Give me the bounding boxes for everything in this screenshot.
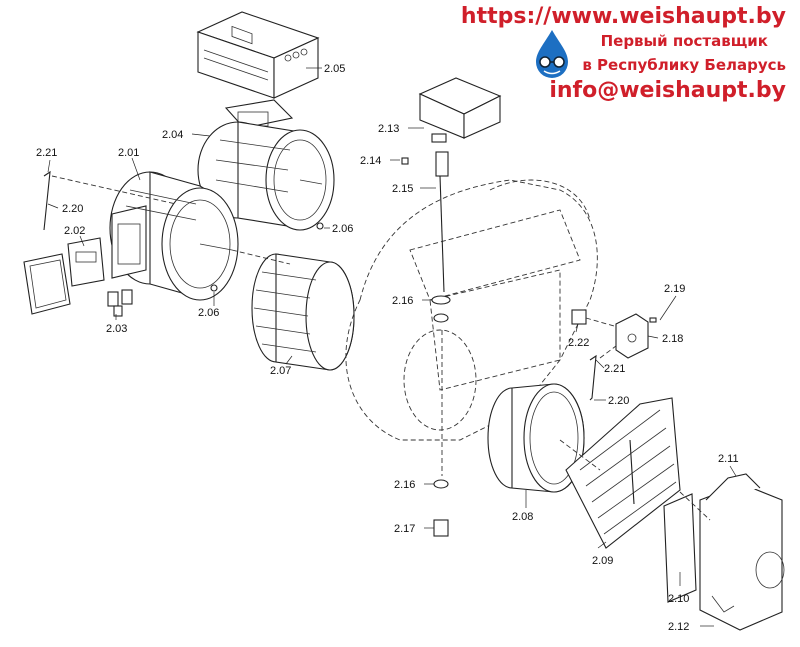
intake-grille-2-09 xyxy=(565,397,681,549)
tagline-line-1: Первый поставщик xyxy=(600,32,768,50)
label-2-20b: 2.20 xyxy=(608,395,629,407)
cover-parts-2-10-2-11-2-12 xyxy=(663,473,785,631)
label-2-11: 2.11 xyxy=(718,453,739,465)
label-2-05: 2.05 xyxy=(324,63,345,75)
leader-lines xyxy=(47,67,737,627)
label-2-12: 2.12 xyxy=(668,621,689,633)
label-2-14: 2.14 xyxy=(360,155,381,167)
contactor-2-02 xyxy=(23,237,105,315)
burner-housing xyxy=(345,179,598,441)
label-2-03: 2.03 xyxy=(106,323,127,335)
label-2-21b: 2.21 xyxy=(604,363,625,375)
air-ring-2-08 xyxy=(487,383,585,493)
control-unit-2-05 xyxy=(196,11,320,99)
label-2-02: 2.02 xyxy=(64,225,85,237)
label-2-22: 2.22 xyxy=(568,337,589,349)
label-2-19: 2.19 xyxy=(664,283,685,295)
label-2-01: 2.01 xyxy=(118,147,139,159)
label-2-09: 2.09 xyxy=(592,555,613,567)
tagline-line-2: в Республику Беларусь xyxy=(582,56,786,74)
cable-glands-2-03 xyxy=(107,289,133,317)
label-2-15: 2.15 xyxy=(392,183,413,195)
label-2-16b: 2.16 xyxy=(394,479,415,491)
label-2-06a: 2.06 xyxy=(332,223,353,235)
label-2-08: 2.08 xyxy=(512,511,533,523)
label-2-16a: 2.16 xyxy=(392,295,413,307)
part-labels: 2.05 2.04 2.01 2.21 2.20 2.02 2.03 2.06 … xyxy=(36,63,739,633)
label-2-07: 2.07 xyxy=(270,365,291,377)
assembly-axis-lines xyxy=(51,175,711,521)
website-url[interactable]: https://www.weishaupt.by xyxy=(460,4,786,29)
water-drop-face-icon xyxy=(536,30,568,78)
actuator-2-13 xyxy=(418,77,502,293)
label-2-18: 2.18 xyxy=(662,333,683,345)
label-2-17: 2.17 xyxy=(394,523,415,535)
motor-2-01 xyxy=(109,171,239,301)
email-address[interactable]: info@weishaupt.by xyxy=(549,78,786,103)
fan-wheel-2-07 xyxy=(251,253,355,371)
label-2-20a: 2.20 xyxy=(62,203,83,215)
label-2-06b: 2.06 xyxy=(198,307,219,319)
small-parts xyxy=(43,157,657,537)
label-2-13: 2.13 xyxy=(378,123,399,135)
label-2-04: 2.04 xyxy=(162,129,183,141)
label-2-21a: 2.21 xyxy=(36,147,57,159)
label-2-10: 2.10 xyxy=(668,593,689,605)
